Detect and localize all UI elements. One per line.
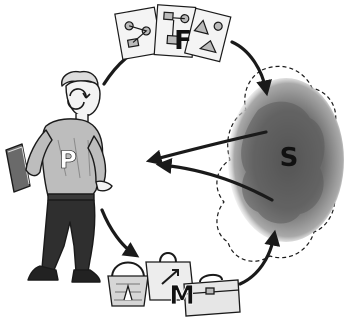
s-node: S: [216, 65, 344, 262]
person-head: [65, 80, 101, 117]
person-hand: [95, 180, 113, 192]
arrow-s-to-p-lower: [155, 158, 274, 202]
s-label: S: [280, 143, 299, 173]
p-node: P: [5, 70, 113, 283]
arrow-s-to-p-upper: [145, 130, 268, 166]
person-jeans: [41, 199, 96, 273]
m-node: M: [107, 252, 241, 317]
person-shoe-right: [71, 269, 101, 283]
s-dashed-boundary: [216, 65, 342, 262]
f-label: F: [174, 26, 192, 56]
m-label: M: [169, 281, 195, 311]
arrow-m-to-s: [238, 229, 281, 286]
thought-swirl-icon: [67, 88, 91, 110]
paper-sheet-1: [114, 6, 163, 61]
basket-icon: [107, 261, 149, 307]
toolbox-icon: [183, 274, 241, 317]
paper-sheet-2: [153, 4, 197, 58]
person-shoe-left: [27, 265, 59, 281]
arrow-p-to-m: [100, 208, 140, 258]
paper-sheet-3: [184, 7, 232, 63]
p-label: P: [59, 146, 77, 174]
f-node: F: [114, 4, 232, 63]
arrow-f-to-s: [230, 40, 272, 97]
